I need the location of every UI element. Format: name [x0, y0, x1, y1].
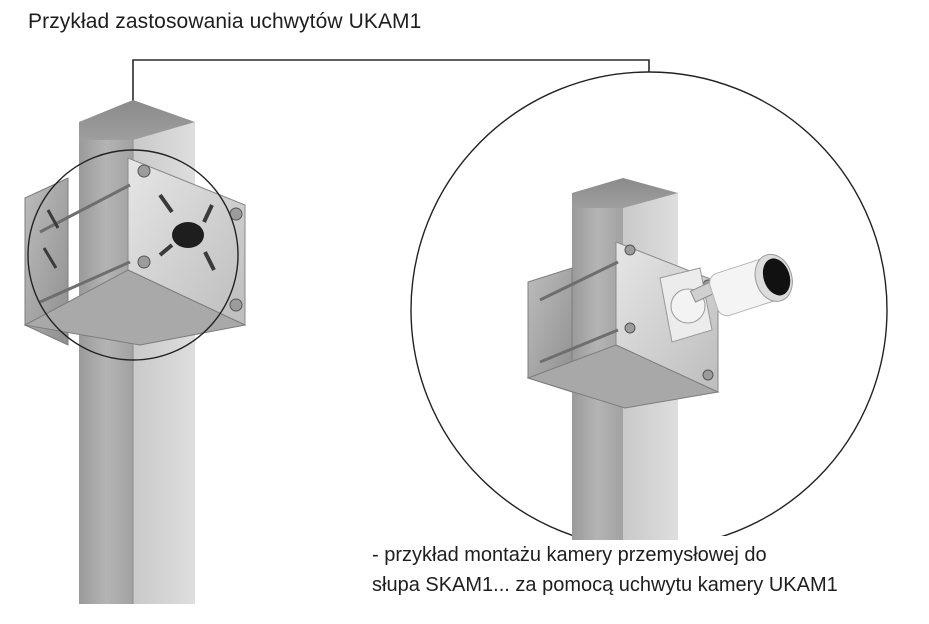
caption: - przykład montażu kamery przemysłowej d… — [372, 540, 838, 600]
caption-line-1: - przykład montażu kamery przemysłowej d… — [372, 544, 767, 566]
camera-body — [709, 253, 793, 317]
left-mount-bracket — [23, 157, 247, 346]
page-title: Przykład zastosowania uchwytów UKAM1 — [28, 10, 422, 33]
zoom-view — [526, 178, 793, 540]
caption-line-2: słupa SKAM1... za pomocą uchwytu kamery … — [372, 574, 838, 596]
detail-circle — [27, 149, 239, 361]
callout-line — [132, 59, 650, 132]
